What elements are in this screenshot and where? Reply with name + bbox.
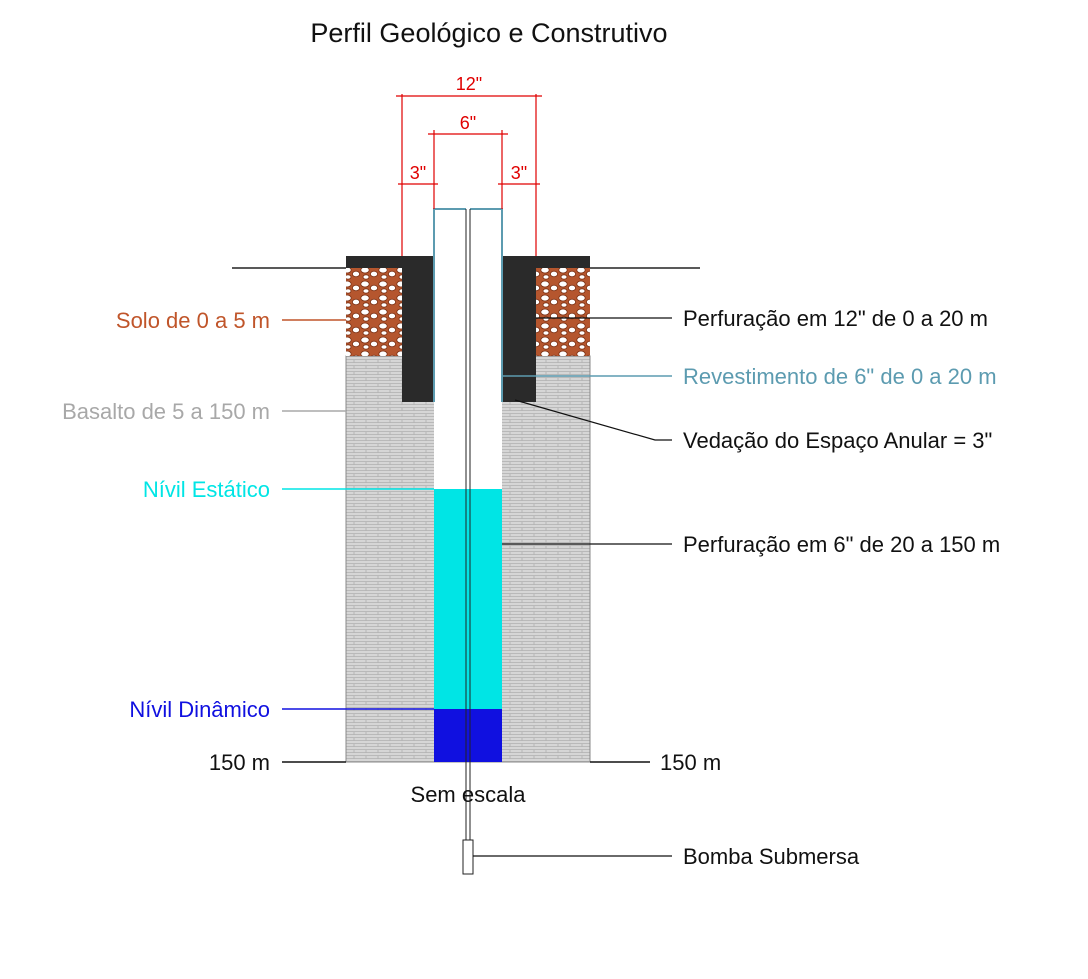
diagram-title: Perfil Geológico e Construtivo [310, 18, 667, 48]
submersible-pump [462, 839, 474, 875]
annular-seal-right [502, 268, 536, 402]
seal-cap-left [346, 256, 434, 268]
annular-seal-left [402, 268, 434, 402]
label-bomba: Bomba Submersa [683, 844, 860, 869]
label-solo: Solo de 0 a 5 m [116, 308, 270, 333]
static-water [434, 489, 502, 709]
dim-right-gap-label: 3" [511, 163, 527, 183]
label-nivel-dinamico: Nívil Dinâmico [129, 697, 270, 722]
dimension-lines [396, 94, 542, 256]
dynamic-water-lower [434, 709, 502, 762]
label-basalto: Basalto de 5 a 150 m [62, 399, 270, 424]
label-sem-escala: Sem escala [411, 782, 527, 807]
label-vedacao: Vedação do Espaço Anular = 3" [683, 428, 992, 453]
label-revestimento: Revestimento de 6" de 0 a 20 m [683, 364, 997, 389]
dim-inner-label: 6" [460, 113, 476, 133]
dim-outer-label: 12" [456, 74, 482, 94]
label-nivel-estatico: Nívil Estático [143, 477, 270, 502]
leader-vedacao [514, 399, 672, 441]
label-depth-right: 150 m [660, 750, 721, 775]
label-perfuracao-6: Perfuração em 6" de 20 a 150 m [683, 532, 1000, 557]
label-perfuracao-12: Perfuração em 12" de 0 a 20 m [683, 306, 988, 331]
seal-cap-right [502, 256, 590, 268]
soil-layer-right [536, 268, 590, 356]
label-depth-left: 150 m [209, 750, 270, 775]
soil-layer-left [346, 268, 402, 356]
bore-dry [434, 209, 502, 489]
dim-left-gap-label: 3" [410, 163, 426, 183]
